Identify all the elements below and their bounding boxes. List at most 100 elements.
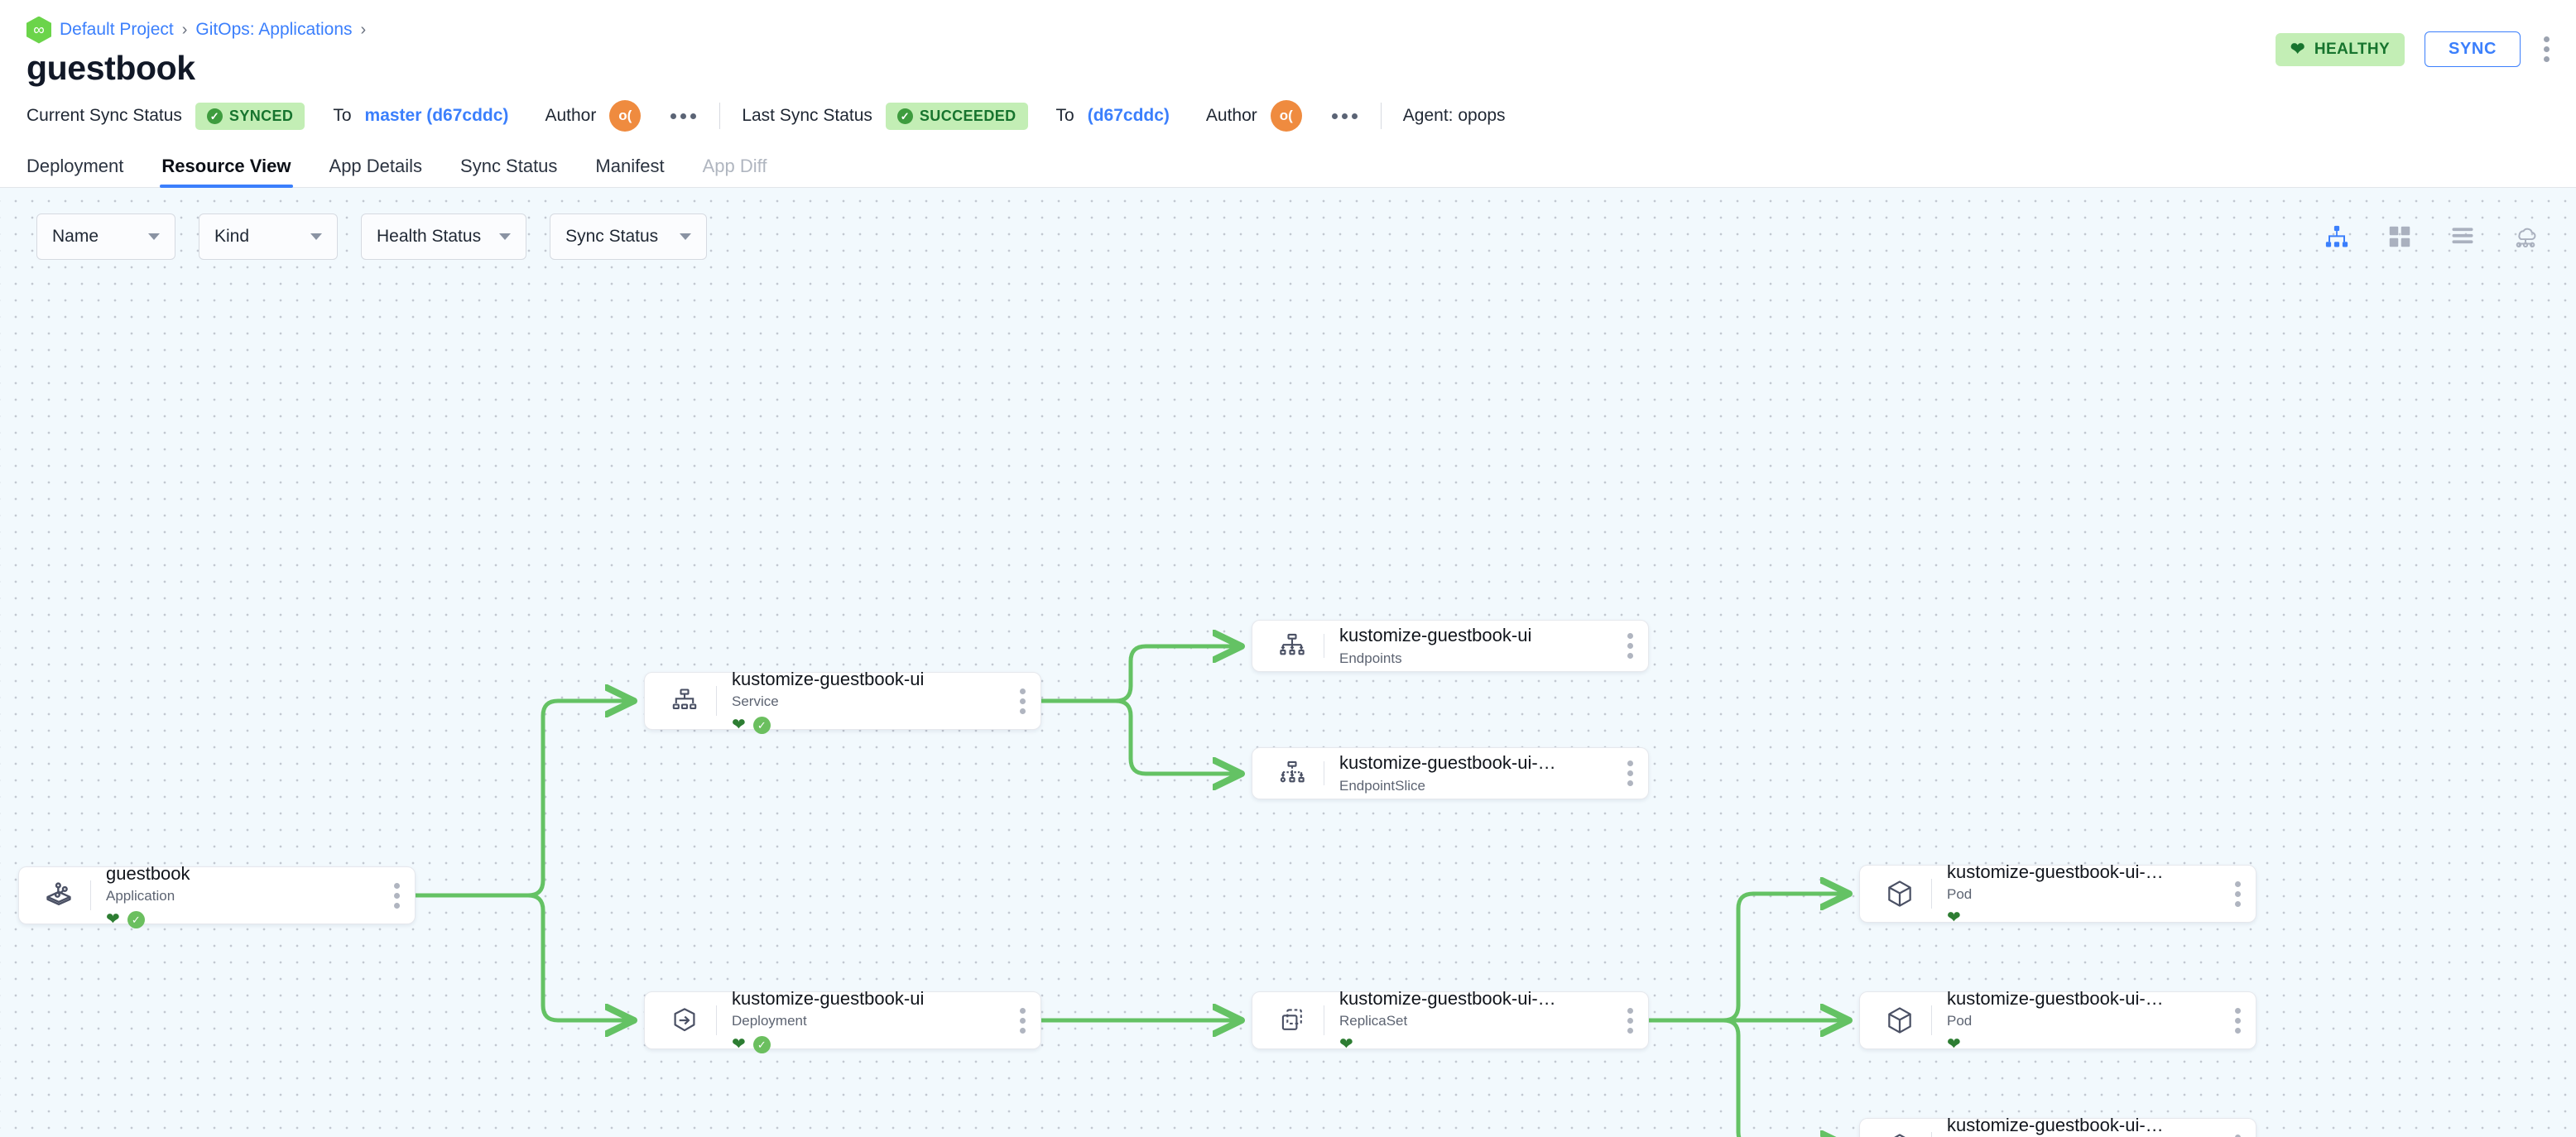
filter-select-label: Kind: [214, 227, 250, 246]
filter-select-label: Name: [52, 227, 99, 246]
check-circle-icon: ✓: [206, 108, 223, 124]
pod-icon: [1877, 1005, 1923, 1036]
status-divider: [719, 103, 721, 129]
last-author-label: Author: [1205, 106, 1257, 125]
node-status-badges: ❤: [1947, 1035, 2222, 1053]
node-kind: Deployment: [732, 1013, 807, 1029]
current-sync-more-icon[interactable]: [669, 108, 698, 124]
last-to-label: To: [1055, 106, 1074, 125]
graph-node-replicaset[interactable]: kustomize-guestbook-ui-…ReplicaSet❤: [1252, 988, 1649, 1053]
tab-manifest[interactable]: Manifest: [595, 156, 665, 176]
chevron-down-icon: [499, 233, 512, 240]
node-status-badges: ❤: [1339, 1035, 1614, 1053]
graph-node-pod3[interactable]: kustomize-guestbook-ui-…Pod❤: [1859, 1115, 2256, 1137]
pod-icon: [1877, 878, 1923, 909]
current-author-label: Author: [545, 106, 597, 125]
filter-select-label: Sync Status: [565, 227, 659, 246]
agent-label: Agent: opops: [1402, 106, 1506, 125]
node-divider: [1931, 1005, 1932, 1035]
breadcrumb-separator: ›: [360, 20, 367, 39]
last-sync-status-badge-label: SUCCEEDED: [919, 107, 1016, 124]
tab-deployment[interactable]: Deployment: [26, 156, 124, 176]
filter-select-health-status[interactable]: Health Status: [361, 213, 527, 260]
node-kind: Service: [732, 693, 779, 710]
node-body: kustomize-guestbook-ui-… EndpointSlice: [1324, 751, 1621, 795]
network-cloud-view-icon[interactable]: [2511, 223, 2540, 251]
node-name: kustomize-guestbook-ui-…: [1947, 1114, 2164, 1135]
graph-node-pod1[interactable]: kustomize-guestbook-ui-…Pod❤: [1859, 861, 2256, 926]
node-overflow-menu-icon[interactable]: [387, 875, 415, 917]
node-body: kustomize-guestbook-ui-… Pod ❤: [1932, 987, 2228, 1054]
node-name: kustomize-guestbook-ui-…: [1339, 752, 1556, 774]
current-to-label: To: [333, 106, 352, 125]
header-actions: ❤ HEALTHY SYNC: [2275, 31, 2553, 67]
tab-bar: Deployment Resource View App Details Sync S…: [0, 142, 2576, 188]
node-kind: EndpointSlice: [1339, 777, 1425, 794]
node-overflow-menu-icon[interactable]: [1621, 752, 1648, 794]
header-overflow-menu-icon[interactable]: [2540, 33, 2553, 65]
node-name: guestbook: [106, 862, 190, 884]
current-sync-status-badge-label: SYNCED: [228, 107, 294, 124]
heart-icon: ❤: [1947, 909, 1961, 928]
tab-resource-view[interactable]: Resource View: [160, 156, 293, 188]
sync-status-bar: Current Sync Status ✓ SYNCED To master (…: [0, 90, 2576, 142]
filter-select-kind[interactable]: Kind: [199, 213, 338, 260]
node-divider: [716, 1005, 717, 1035]
last-sync-status-label: Last Sync Status: [742, 106, 872, 125]
node-status-badges: ❤✓: [732, 716, 1007, 734]
last-sync-more-icon[interactable]: [1330, 108, 1359, 124]
node-overflow-menu-icon[interactable]: [1621, 625, 1648, 667]
node-body: kustomize-guestbook-ui-…Pod❤: [1932, 861, 2228, 928]
last-revision-link[interactable]: (d67cddc): [1087, 106, 1170, 125]
node-overflow-menu-icon[interactable]: [1013, 1000, 1040, 1042]
node-divider: [90, 880, 91, 910]
application-icon: [36, 880, 82, 911]
endpoints-icon: [1269, 631, 1315, 661]
heart-icon: ❤: [1947, 1035, 1961, 1054]
node-body: kustomize-guestbook-ui-…Pod❤: [1932, 1114, 2228, 1137]
tab-sync-status[interactable]: Sync Status: [460, 156, 558, 176]
graph-node-endpointslice[interactable]: kustomize-guestbook-ui-… EndpointSlice: [1252, 747, 1649, 799]
page-title: guestbook: [26, 49, 195, 87]
node-overflow-menu-icon[interactable]: [2228, 873, 2256, 915]
node-name: kustomize-guestbook-ui-…: [1947, 987, 2164, 1009]
check-circle-icon: ✓: [752, 716, 771, 734]
chevron-down-icon: [310, 233, 322, 240]
last-sync-status-group: Last Sync Status ✓ SUCCEEDED To (d67cddc…: [742, 100, 1358, 132]
current-sync-status-badge: ✓ SYNCED: [195, 102, 305, 130]
grid-view-icon[interactable]: [2386, 223, 2414, 251]
breadcrumb-link-default-project[interactable]: Default Project: [60, 20, 174, 39]
graph-node-pod2[interactable]: kustomize-guestbook-ui-… Pod ❤: [1859, 988, 2256, 1053]
current-revision-link[interactable]: master (d67cddc): [364, 106, 509, 125]
breadcrumb-link-gitops-applications[interactable]: GitOps: Applications: [195, 20, 353, 39]
tab-app-diff: App Diff: [702, 156, 767, 176]
heart-icon: ❤: [2290, 40, 2305, 59]
deployment-icon: [661, 1005, 708, 1036]
tree-view-icon[interactable]: [2323, 223, 2351, 251]
check-circle-icon: ✓: [127, 910, 145, 928]
node-overflow-menu-icon[interactable]: [2228, 1126, 2256, 1137]
node-overflow-menu-icon[interactable]: [1013, 680, 1040, 722]
node-overflow-menu-icon[interactable]: [2228, 1000, 2256, 1042]
node-kind: Pod: [1947, 1013, 1973, 1029]
filter-select-name[interactable]: Name: [36, 213, 175, 260]
current-author-avatar[interactable]: o(: [609, 100, 642, 132]
last-author-avatar[interactable]: o(: [1270, 100, 1302, 132]
filter-select-sync-status[interactable]: Sync Status: [550, 213, 708, 260]
sync-button[interactable]: SYNC: [2425, 31, 2521, 67]
resource-graph-canvas[interactable]: Name Kind Health Status Sync Status: [0, 188, 2576, 1137]
node-divider: [1931, 879, 1932, 909]
node-overflow-menu-icon[interactable]: [1621, 1000, 1648, 1042]
node-name: kustomize-guestbook-ui: [732, 668, 925, 689]
tab-app-details[interactable]: App Details: [329, 156, 423, 176]
list-view-icon[interactable]: [2449, 223, 2477, 251]
breadcrumb: ∞ Default Project › GitOps: Applications…: [26, 0, 2550, 51]
heart-icon: ❤: [732, 1035, 746, 1054]
